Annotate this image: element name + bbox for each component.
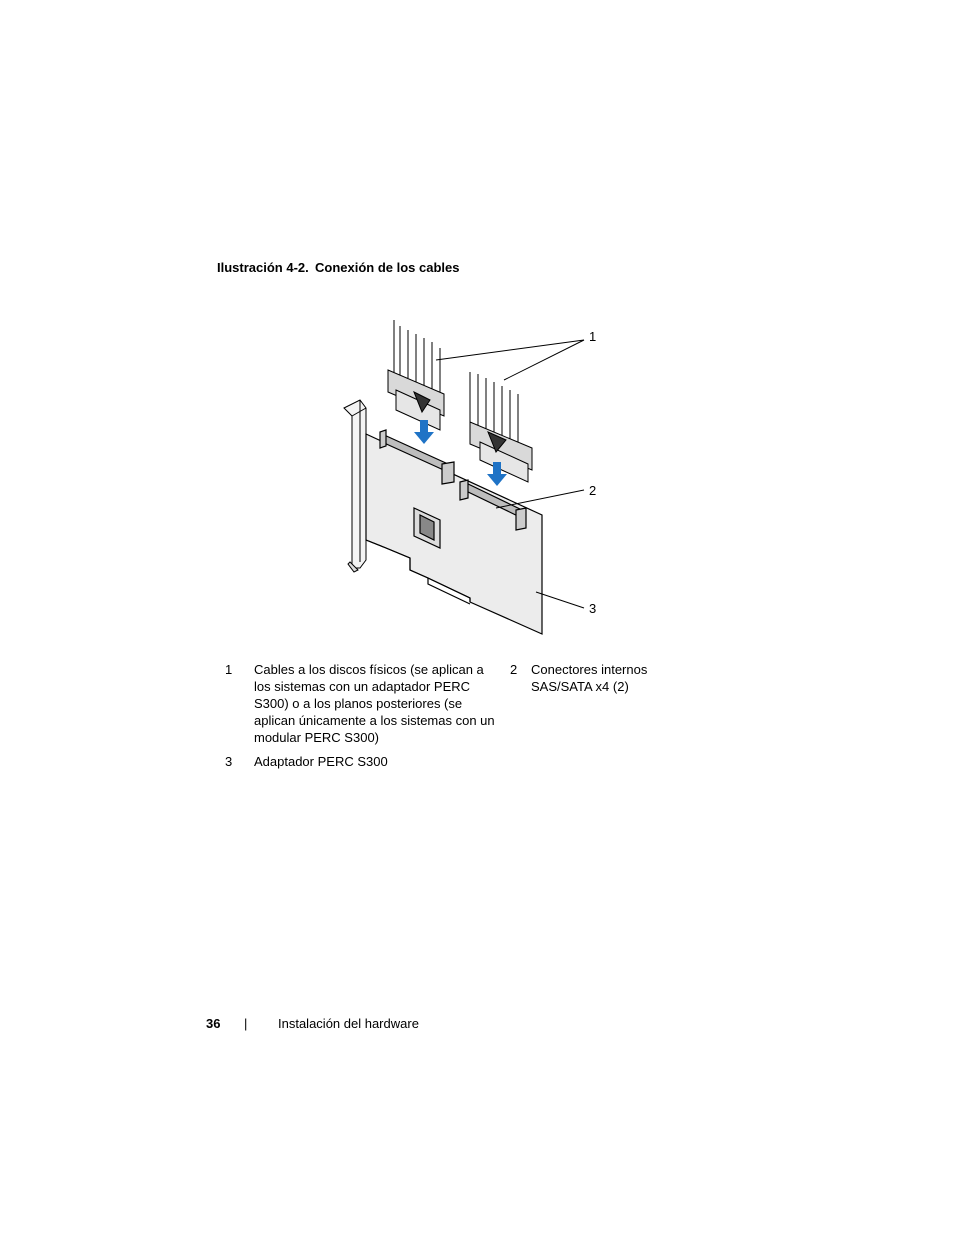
legend-text: Adaptador PERC S300 (254, 754, 388, 769)
section-title: Instalación del hardware (278, 1016, 419, 1031)
insert-arrow-1 (414, 420, 434, 444)
cable-connection-illustration: 1 2 3 (330, 312, 620, 642)
cable-assembly-2 (469, 372, 533, 483)
perc-s300-adapter (365, 429, 543, 635)
footer-separator: | (244, 1016, 248, 1031)
cable-assembly-1 (387, 320, 445, 431)
legend-row: 3 Adaptador PERC S300 (225, 753, 665, 783)
page-footer: 36 | Instalación del hardware (206, 1016, 419, 1031)
callout-2: 2 (589, 483, 596, 498)
figure-title: Conexión de los cables (315, 260, 460, 275)
callout-leaders (435, 339, 585, 609)
insert-arrow-2 (487, 462, 507, 486)
legend-number: 2 (510, 662, 518, 677)
figure-number: Ilustración 4-2. (217, 260, 309, 275)
figure-caption: Ilustración 4-2. Conexión de los cables (217, 260, 460, 275)
mounting-bracket (343, 399, 367, 573)
legend-number: 1 (225, 662, 233, 677)
legend-number: 3 (225, 754, 233, 769)
legend-row: 1 Cables a los discos físicos (se aplica… (225, 661, 665, 753)
callout-3: 3 (589, 601, 596, 616)
callout-1: 1 (589, 329, 596, 344)
figure-legend: 1 Cables a los discos físicos (se aplica… (225, 661, 665, 783)
legend-text: Cables a los discos físicos (se aplican … (254, 662, 495, 745)
legend-text: Conectores internos SAS/SATA x4 (2) (531, 662, 648, 694)
page-number: 36 (206, 1016, 221, 1031)
